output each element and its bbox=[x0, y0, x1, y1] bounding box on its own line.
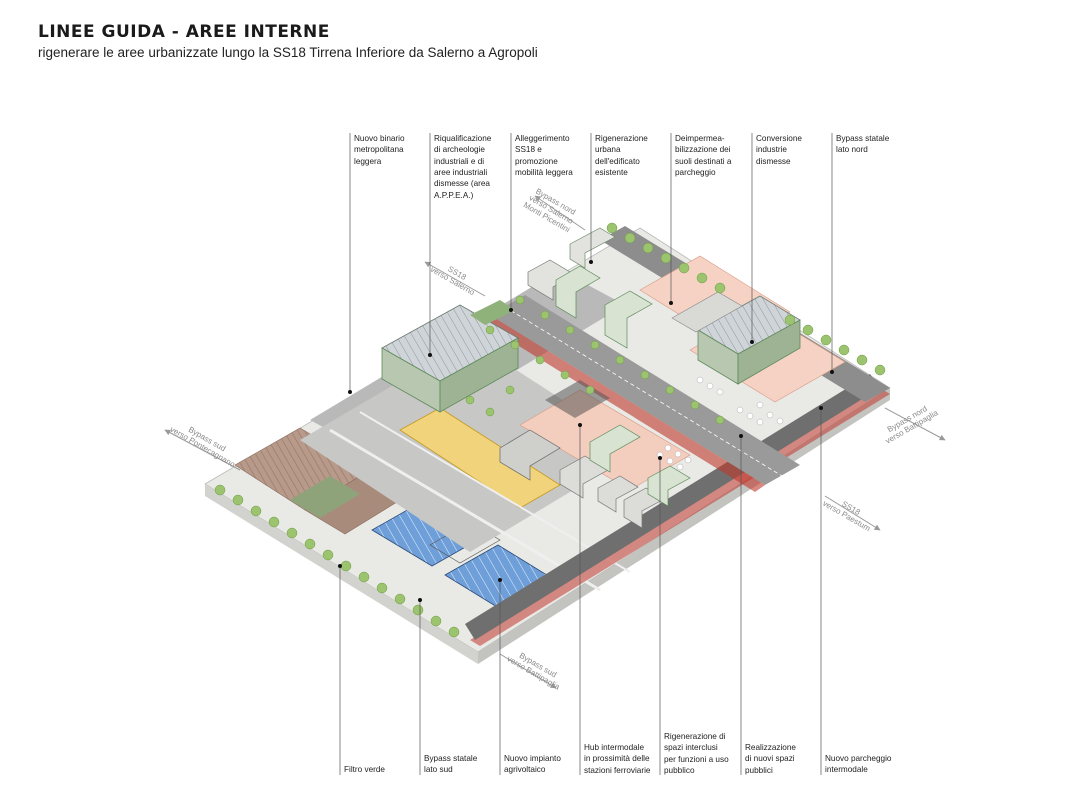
leader-dots-bottom bbox=[338, 406, 823, 602]
direction-arrows bbox=[164, 195, 946, 689]
label-rigenerazione-urbana: Rigenerazione urbana dell'edificato esis… bbox=[595, 134, 648, 177]
parking-canopies bbox=[656, 376, 784, 471]
label-bypass-nord: Bypass statale lato nord bbox=[836, 134, 890, 155]
leader-lines-bottom bbox=[339, 408, 822, 775]
label-alleggerimento: Alleggerimento SS18 e promozione mobilit… bbox=[515, 134, 573, 177]
label-riqualificazione: Riqualificazione di archeologie industri… bbox=[434, 134, 492, 200]
page-title: LINEE GUIDA - AREE INTERNE bbox=[38, 22, 330, 42]
label-conversione: Conversione industrie dismesse bbox=[756, 134, 802, 166]
label-nuovo-binario: Nuovo binario metropolitana leggera bbox=[354, 134, 405, 166]
industrial-hall-east bbox=[671, 291, 801, 385]
leader-lines-top bbox=[349, 133, 833, 392]
label-agrivoltaico: Nuovo impianto agrivoltaico bbox=[504, 754, 561, 775]
residential-blocks bbox=[499, 227, 691, 529]
label-nuovi-spazi: Realizzazione di nuovi spazi pubblici bbox=[745, 743, 796, 775]
label-filtro-verde: Filtro verde bbox=[344, 765, 385, 774]
leader-dots-top bbox=[348, 260, 834, 394]
ss18-avenue bbox=[480, 295, 800, 492]
label-spazi-interclusi: Rigenerazione di spazi interclusi per fu… bbox=[664, 732, 729, 775]
tree-rows bbox=[214, 222, 886, 638]
label-bypass-sud: Bypass statale lato sud bbox=[424, 754, 478, 775]
label-deimpermeabilizzazione: Deimpermea- bilizzazione dei suoli desti… bbox=[675, 134, 732, 177]
page-subtitle: rigenerare le aree urbanizzate lungo la … bbox=[38, 45, 538, 60]
label-hub-intermodale: Hub intermodale in prossimità delle staz… bbox=[584, 743, 651, 775]
industrial-hall-west bbox=[381, 300, 519, 413]
label-parcheggio: Nuovo parcheggio intermodale bbox=[825, 754, 892, 775]
